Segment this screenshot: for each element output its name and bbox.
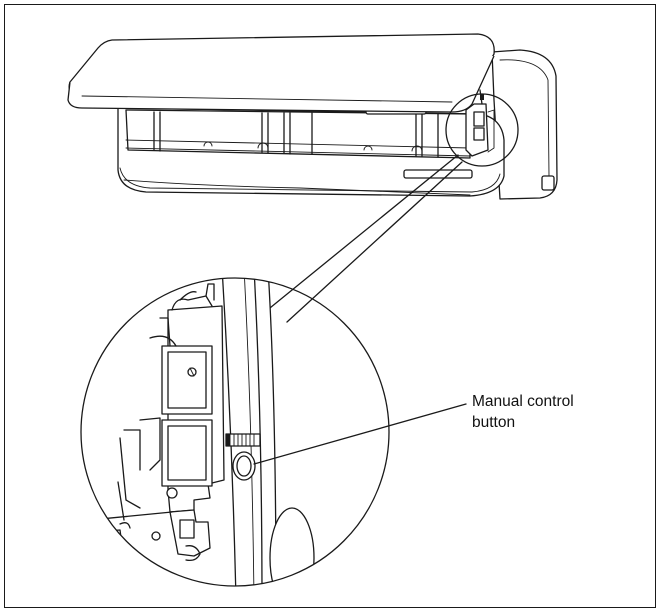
- indoor-unit: [67, 33, 558, 200]
- leader-line-2: [286, 161, 463, 323]
- unit-right-housing: [491, 49, 558, 200]
- callout-label-line1: Manual control: [472, 393, 574, 410]
- leader-line-1: [264, 154, 459, 313]
- callout-leader: [253, 403, 467, 465]
- filter-area: [125, 109, 471, 159]
- upper-control-box: [161, 345, 213, 415]
- detail-enlarged-content: [89, 278, 315, 586]
- bottom-connector: [179, 519, 195, 539]
- control-box-lower: [473, 127, 485, 141]
- callout-label: Manual control button: [472, 391, 632, 433]
- unit-side-tab: [541, 175, 555, 191]
- louver-slot: [403, 169, 473, 179]
- housing-bump: [269, 507, 315, 586]
- detail-circle-large: [80, 277, 390, 587]
- callout-label-line2: button: [472, 414, 516, 431]
- control-box-upper: [473, 111, 485, 127]
- detail-circle-small: [445, 93, 519, 167]
- dip-switch-strip: [225, 433, 261, 447]
- lower-control-box: [161, 419, 213, 487]
